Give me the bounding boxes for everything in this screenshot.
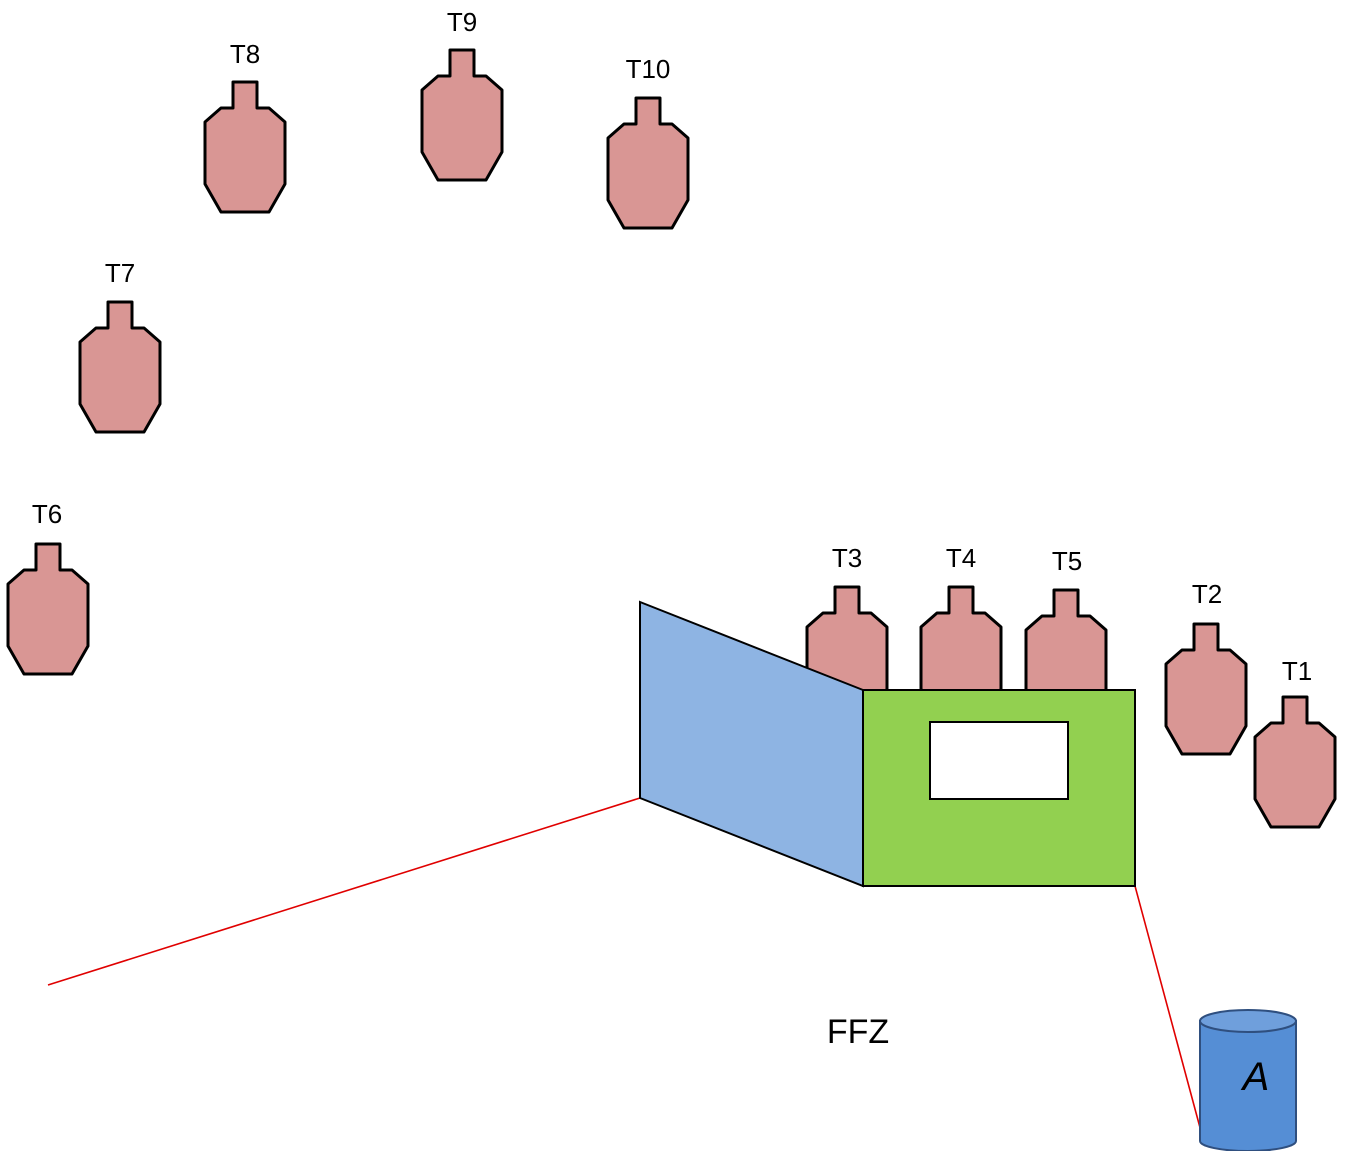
ffz-zone-label: FFZ xyxy=(827,1013,889,1051)
target-label-t2: T2 xyxy=(1192,579,1222,609)
barrel-a: A xyxy=(1199,1009,1297,1151)
targets-layer xyxy=(6,48,1337,829)
target-label-t3: T3 xyxy=(832,543,862,573)
fault-line-right xyxy=(1134,885,1203,1136)
target-label-t8: T8 xyxy=(230,39,260,69)
target-label-t10: T10 xyxy=(626,54,671,84)
target-t1 xyxy=(1253,695,1337,829)
target-t10 xyxy=(606,96,690,230)
target-label-t4: T4 xyxy=(946,543,976,573)
target-t8 xyxy=(203,80,287,214)
barrel-label: A xyxy=(1241,1055,1270,1099)
target-t6 xyxy=(6,542,90,676)
target-t2 xyxy=(1164,622,1248,756)
target-t9 xyxy=(420,48,504,182)
target-t7 xyxy=(78,300,162,434)
target-label-t9: T9 xyxy=(447,7,477,37)
target-label-t7: T7 xyxy=(105,258,135,288)
barrel-top xyxy=(1199,1009,1297,1033)
wall-window-port xyxy=(929,721,1069,800)
fault-line-left xyxy=(47,797,641,986)
target-label-t1: T1 xyxy=(1282,656,1312,686)
target-label-t5: T5 xyxy=(1052,546,1082,576)
target-label-t6: T6 xyxy=(32,499,62,529)
